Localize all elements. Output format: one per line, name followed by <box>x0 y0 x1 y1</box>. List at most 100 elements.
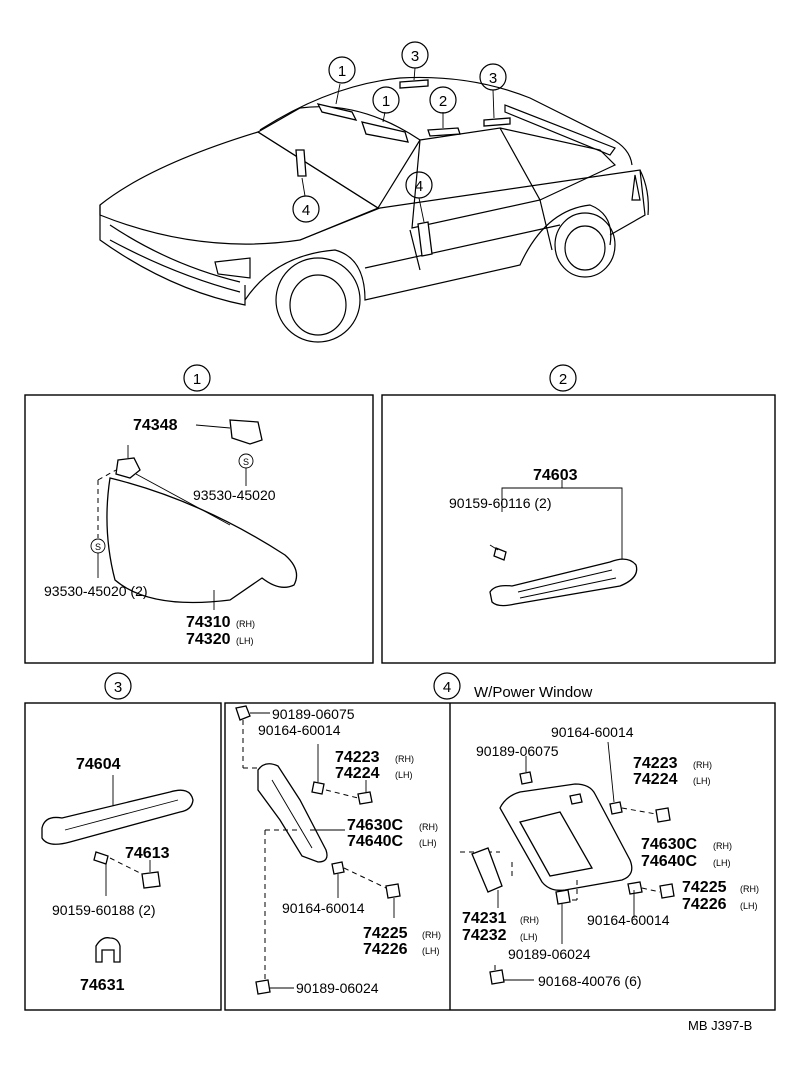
label-4b-74226-lh: (LH) <box>740 901 758 911</box>
panel3-parts <box>41 775 194 963</box>
panel3-callout: 3 <box>114 679 122 696</box>
clip-74631 <box>95 937 121 963</box>
label-74310-rh: (RH) <box>236 619 255 629</box>
label-93530-45020-2: 93530-45020 (2) <box>44 583 148 599</box>
label-4b-74640c: 74640C <box>641 853 697 870</box>
screw-90164-60014-d <box>627 881 643 895</box>
label-90159-60188: 90159-60188 (2) <box>52 902 156 918</box>
callout-3b: 3 <box>489 70 497 87</box>
callout-1a: 1 <box>338 63 346 80</box>
clip-90189-06024-a <box>255 979 271 995</box>
callout-1b: 1 <box>382 93 390 110</box>
visor-clip <box>229 419 263 445</box>
label-4a-74224-lh: (LH) <box>395 770 413 780</box>
label-93530-45020: 93530-45020 <box>193 487 276 503</box>
s-mark-top: S <box>243 457 249 467</box>
panel4b-parts <box>460 741 675 985</box>
car-visor-lh <box>361 121 409 143</box>
panel1-frame <box>24 394 374 664</box>
label-4b-90189-06024: 90189-06024 <box>508 946 591 962</box>
label-74348: 74348 <box>133 417 178 434</box>
label-4b-74640c-lh: (LH) <box>713 858 731 868</box>
callout-4a: 4 <box>302 202 310 219</box>
label-74603: 74603 <box>533 467 578 484</box>
panel4-callout-circle <box>433 672 461 700</box>
panel3-callout-circle <box>104 672 132 700</box>
label-4b-74232: 74232 <box>462 927 507 944</box>
car-illustration <box>99 67 649 343</box>
car-grip-rear <box>427 127 461 137</box>
label-4a-74630c: 74630C <box>347 817 403 834</box>
label-74320: 74320 <box>186 631 231 648</box>
label-4b-74232-lh: (LH) <box>520 932 538 942</box>
callout-circle-4a <box>292 195 320 223</box>
label-4b-74630c-rh: (RH) <box>713 841 732 851</box>
cap-74223-b <box>655 807 671 823</box>
panel1-parts: S S <box>90 419 298 610</box>
label-74604: 74604 <box>76 756 121 773</box>
label-4a-74640c: 74640C <box>347 833 403 850</box>
label-4b-74223-rh: (RH) <box>693 760 712 770</box>
car-visor-rh <box>316 103 358 121</box>
label-4b-74225: 74225 <box>682 879 727 896</box>
panel1-callout: 1 <box>193 371 201 388</box>
sun-visor <box>106 477 298 604</box>
visor-hinge <box>115 457 141 479</box>
car-armrest-right <box>417 221 433 257</box>
cap-74225-a <box>385 883 401 899</box>
label-4a-74226: 74226 <box>363 941 408 958</box>
label-4b-74224: 74224 <box>633 771 678 788</box>
callout-2: 2 <box>439 93 447 110</box>
panel2-parts <box>489 480 638 607</box>
clip-90189-06075-b <box>519 771 533 785</box>
label-4a-90164-60014-b: 90164-60014 <box>282 900 365 916</box>
label-4b-74223: 74223 <box>633 755 678 772</box>
label-4b-74226: 74226 <box>682 896 727 913</box>
panel3-frame <box>24 702 222 1011</box>
panel1-callout-circle <box>183 364 211 392</box>
label-4b-90168-40076: 90168-40076 (6) <box>538 973 642 989</box>
section4-title: W/Power Window <box>474 684 593 701</box>
label-4a-90189-06075: 90189-06075 <box>272 706 355 722</box>
label-4a-74226-lh: (LH) <box>422 946 440 956</box>
callout-circle-1b <box>372 86 400 114</box>
label-4a-90164-60014: 90164-60014 <box>258 722 341 738</box>
panel4-frame <box>224 702 776 1011</box>
panel2-callout: 2 <box>559 371 567 388</box>
label-74320-lh: (LH) <box>236 636 254 646</box>
label-74631: 74631 <box>80 977 125 994</box>
assist-grip-74604 <box>41 789 194 845</box>
label-4b-90189-06075: 90189-06075 <box>476 743 559 759</box>
callout-circle-3b <box>479 63 507 91</box>
callout-circle-4b <box>405 171 433 199</box>
label-4b-74225-rh: (RH) <box>740 884 759 894</box>
label-90159-60116: 90159-60116 (2) <box>449 495 551 511</box>
label-4a-74223: 74223 <box>335 749 380 766</box>
callout-3a: 3 <box>411 48 419 65</box>
cap-74223-a <box>357 791 373 805</box>
clip-90189-06024-b <box>555 889 571 905</box>
label-4b-74630c: 74630C <box>641 836 697 853</box>
screw-90164-60014-b <box>331 861 345 875</box>
window-switch-opening <box>519 811 594 877</box>
label-4a-74225: 74225 <box>363 925 408 942</box>
label-4b-90164-60014: 90164-60014 <box>551 724 634 740</box>
label-4a-74223-rh: (RH) <box>395 754 414 764</box>
cap-74225-b <box>659 883 675 899</box>
callout-circle-2 <box>429 86 457 114</box>
clip-90189-06075-a <box>235 705 251 721</box>
callout-circle-3a <box>401 41 429 69</box>
s-mark-left: S <box>95 542 101 552</box>
label-4b-74231: 74231 <box>462 910 507 927</box>
screw-90164-60014-c <box>609 801 623 815</box>
base-clip-b <box>569 793 583 805</box>
label-4b-74224-lh: (LH) <box>693 776 711 786</box>
screw-90164-60014-a <box>311 781 325 795</box>
label-4a-74640c-lh: (LH) <box>419 838 437 848</box>
label-4b-74231-rh: (RH) <box>520 915 539 925</box>
label-74613: 74613 <box>125 845 170 862</box>
car-grip-side <box>483 117 511 127</box>
callout-circle-1a <box>328 56 356 84</box>
armrest-74630c-a <box>257 763 328 863</box>
drawing-code: MB J397-B <box>688 1018 752 1033</box>
